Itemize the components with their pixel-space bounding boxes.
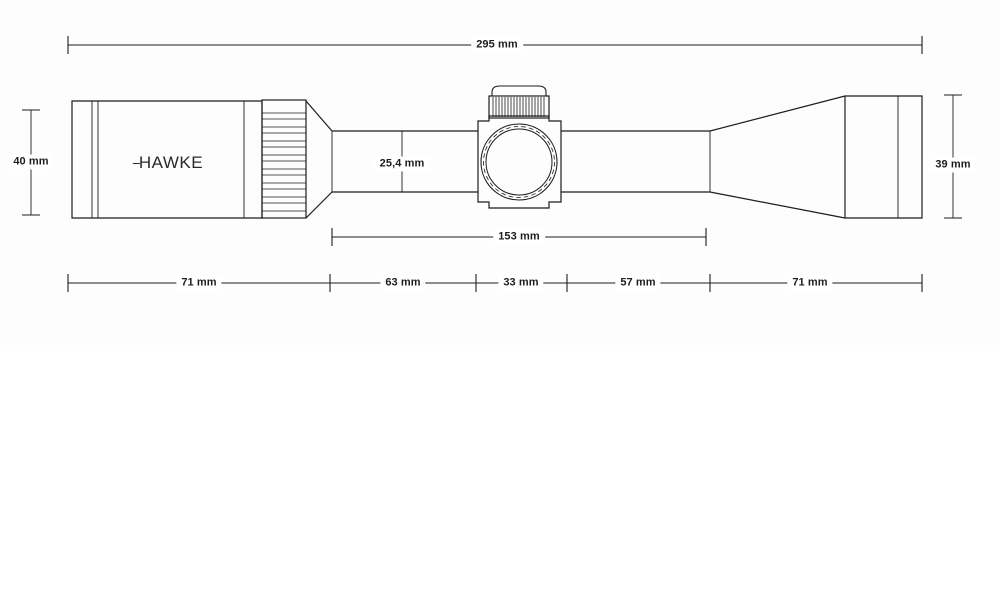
dimension-objective-diameter [944, 94, 962, 219]
elevation-turret-knob [488, 85, 550, 119]
hawke-brand-text: HAWKE [138, 153, 204, 172]
hawke-brand-logo: HAWKE [139, 153, 203, 173]
objective-taper [709, 95, 846, 219]
turret-housing [477, 115, 562, 209]
objective-bell [844, 95, 923, 219]
label-segment-objective-section: 71 mm [787, 275, 833, 291]
label-segment-turret-section: 33 mm [498, 275, 544, 291]
label-overall-length: 295 mm [471, 37, 523, 53]
technical-drawing-canvas: 295 mm 40 mm 25,4 mm 39 mm 153 mm 71 mm … [0, 0, 1000, 345]
eyepiece-focus-ring [261, 99, 307, 219]
windage-turret-face [480, 123, 558, 201]
main-tube-rear [332, 130, 478, 193]
scope-technical-drawing [22, 36, 962, 292]
label-mounting-span: 153 mm [493, 229, 545, 245]
label-segment-rear-tube-section: 63 mm [380, 275, 426, 291]
main-tube-front [561, 130, 711, 193]
eyepiece-taper [305, 100, 333, 219]
label-eyepiece-diameter: 40 mm [8, 154, 54, 170]
eyepiece-bell [71, 100, 263, 219]
label-tube-diameter: 25,4 mm [374, 156, 430, 172]
label-segment-eyepiece-section: 71 mm [176, 275, 222, 291]
label-objective-diameter: 39 mm [930, 157, 976, 173]
label-segment-front-tube-section: 57 mm [615, 275, 661, 291]
